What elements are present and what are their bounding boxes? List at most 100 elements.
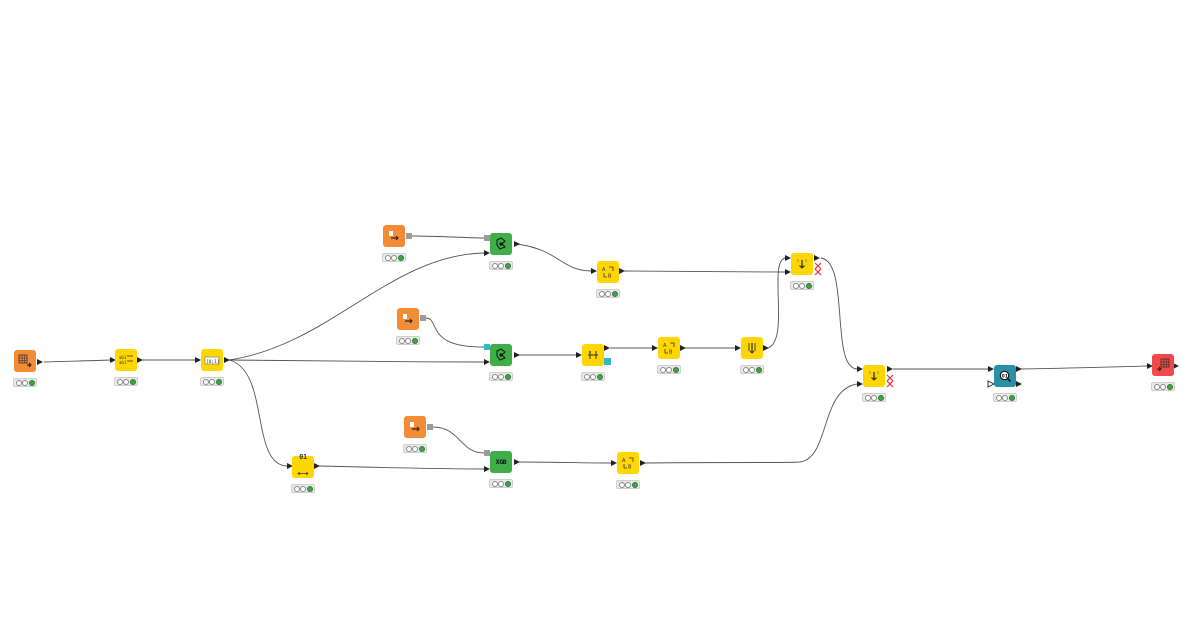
input-ports <box>110 250 1153 472</box>
connections <box>43 235 1148 470</box>
status-idle-light <box>598 290 605 297</box>
status-executed-light <box>306 485 313 492</box>
status-idle-light <box>659 366 666 373</box>
node-status-traffic-light <box>382 253 406 262</box>
connection-xgb-to-rename-bottom[interactable] <box>516 461 612 464</box>
connection-model-bottom-to-xgb <box>432 426 485 454</box>
column-expression-icon <box>586 348 600 362</box>
status-idle-light <box>625 481 631 488</box>
status-executed-light <box>672 366 679 373</box>
node-status-traffic-light <box>489 479 513 488</box>
node-status-traffic-light <box>403 444 427 453</box>
node-status-traffic-light <box>489 261 513 270</box>
node-scorer[interactable]: 01 <box>994 365 1016 387</box>
node-status-traffic-light <box>396 336 420 345</box>
number-to-string-icon: 01 <box>297 454 309 480</box>
model-reader-icon <box>408 420 422 434</box>
status-idle-light <box>995 394 1002 401</box>
status-idle-light <box>123 378 129 385</box>
node-xgboost-predictor[interactable]: XGB <box>490 451 512 473</box>
node-joiner-bottom[interactable] <box>863 365 885 387</box>
connection-scorer-to-writer[interactable] <box>1018 365 1148 370</box>
table-writer-icon <box>1156 358 1170 372</box>
connection-predictor-top-to-rename[interactable] <box>516 243 592 272</box>
table-arrow-icon <box>18 354 32 368</box>
svg-text:B: B <box>669 350 673 356</box>
status-executed-light <box>504 262 511 269</box>
status-idle-light <box>605 290 611 297</box>
status-executed-light <box>1008 394 1015 401</box>
status-idle-light <box>799 282 805 289</box>
node-number-to-string[interactable]: 01 <box>292 454 314 480</box>
connection-normalizer-to-number-to-string[interactable] <box>228 359 288 467</box>
node-model-reader-middle[interactable] <box>397 308 419 330</box>
status-executed-light <box>1166 383 1173 390</box>
connection-number-to-xgb[interactable] <box>318 465 485 470</box>
node-joiner-top[interactable] <box>791 253 813 275</box>
node-model-reader-top[interactable] <box>383 225 405 247</box>
connection-model-middle-to-predictor <box>425 317 485 348</box>
node-math-formula[interactable] <box>582 344 604 366</box>
status-executed-light <box>397 254 404 261</box>
svg-text:[0;1]: [0;1] <box>206 359 220 365</box>
status-executed-light <box>596 373 603 380</box>
status-idle-light <box>293 485 300 492</box>
svg-text:B: B <box>608 274 612 280</box>
svg-text:01: 01 <box>1002 374 1008 380</box>
node-predictor-top[interactable] <box>490 233 512 255</box>
node-csv-writer[interactable] <box>1152 354 1174 376</box>
node-status-traffic-light <box>616 480 640 489</box>
svg-text:A: A <box>602 267 606 273</box>
node-glyph: 01 <box>299 453 307 461</box>
connection-normalizer-to-predictor-middle[interactable] <box>228 359 485 363</box>
connection-normalizer-to-predictor-top[interactable] <box>228 252 485 361</box>
xgboost-icon: XGB <box>496 458 507 466</box>
connection-rule-to-joiner-top[interactable] <box>767 257 786 349</box>
status-idle-light <box>666 366 672 373</box>
node-model-reader-bottom[interactable] <box>404 416 426 438</box>
connection-reader-to-filter[interactable] <box>43 359 111 363</box>
node-csv-reader[interactable] <box>14 350 36 372</box>
status-idle-light <box>116 378 123 385</box>
status-idle-light <box>384 254 391 261</box>
status-idle-light <box>22 379 28 386</box>
model-reader-icon <box>401 312 415 326</box>
status-idle-light <box>1160 383 1166 390</box>
status-idle-light <box>618 481 625 488</box>
status-executed-light <box>418 445 425 452</box>
status-idle-light <box>412 445 418 452</box>
connection-joiner-top-to-joiner-bottom[interactable] <box>820 257 858 370</box>
status-idle-light <box>491 262 498 269</box>
status-executed-light <box>504 373 511 380</box>
node-status-traffic-light <box>1151 382 1175 391</box>
status-idle-light <box>749 366 755 373</box>
status-idle-light <box>209 378 215 385</box>
inactive-port-icon <box>814 262 894 388</box>
status-idle-light <box>498 373 504 380</box>
node-status-traffic-light <box>657 365 681 374</box>
status-executed-light <box>215 378 222 385</box>
arrow-horizontal-icon <box>297 461 309 480</box>
status-executed-light <box>504 480 511 487</box>
status-executed-light <box>877 394 884 401</box>
svg-text:ab1: ab1 <box>119 360 127 365</box>
connection-rename-bottom-to-joiner[interactable] <box>644 383 858 464</box>
joiner-icon <box>867 369 881 383</box>
node-predictor-middle[interactable] <box>490 344 512 366</box>
normalizer-icon: [0;1] <box>204 354 220 366</box>
connection-model-top-to-predictor <box>411 235 485 239</box>
node-rule-engine[interactable] <box>741 337 763 359</box>
connection-rename-top-to-joiner[interactable] <box>622 270 786 273</box>
status-idle-light <box>498 480 504 487</box>
predictor-icon <box>494 348 508 362</box>
node-normalizer[interactable]: [0;1] <box>201 349 223 371</box>
status-idle-light <box>405 445 412 452</box>
